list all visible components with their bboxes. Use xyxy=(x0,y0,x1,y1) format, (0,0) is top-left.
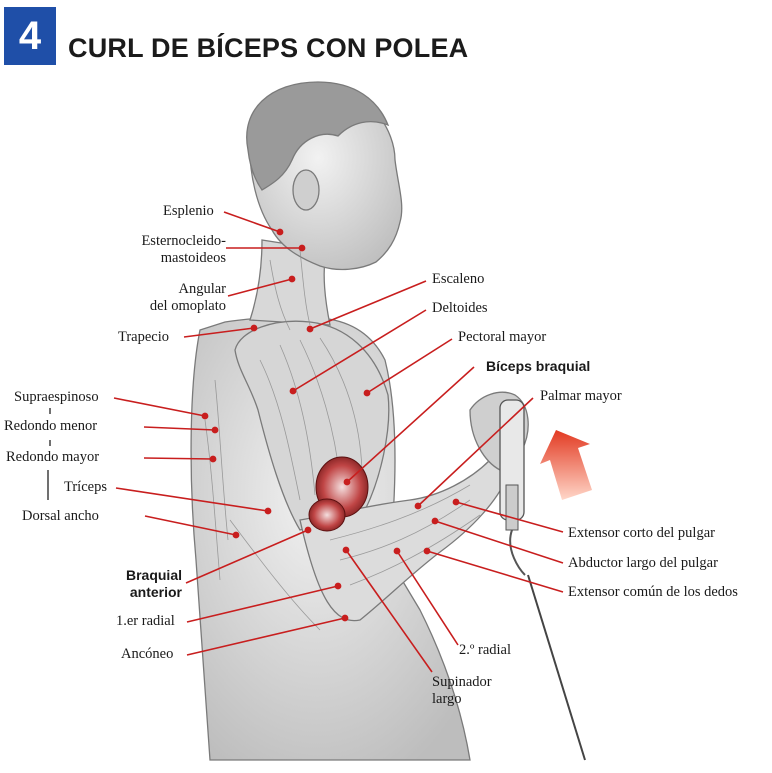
label-anconeo: Ancóneo xyxy=(121,646,174,662)
label-palmar-mayor: Palmar mayor xyxy=(540,388,622,404)
label-esplenio: Esplenio xyxy=(163,203,214,219)
label-line: Supinador xyxy=(432,674,492,690)
label-line: Angular xyxy=(178,281,226,297)
up-right-arrow-icon xyxy=(540,430,592,500)
label-biceps-braquial: Bíceps braquial xyxy=(486,358,591,374)
label-trapecio: Trapecio xyxy=(118,329,170,345)
label-angular-omoplato: Angular del omoplato xyxy=(105,281,226,315)
label-deltoides: Deltoides xyxy=(432,300,488,316)
label-extensor-comun-dedos: Extensor común de los dedos xyxy=(568,584,738,600)
page-title: CURL DE BÍCEPS CON POLEA xyxy=(68,33,469,63)
exercise-number-badge: 4 xyxy=(4,7,56,65)
label-line: Esternocleido- xyxy=(141,233,226,249)
label-line: Braquial xyxy=(125,567,182,583)
label-pectoral-mayor: Pectoral mayor xyxy=(458,329,547,345)
label-abductor-largo-pulgar: Abductor largo del pulgar xyxy=(568,555,718,571)
label-dorsal-ancho: Dorsal ancho xyxy=(22,508,99,524)
label-line: del omoplato xyxy=(149,298,226,314)
leader-lines xyxy=(113,211,564,673)
label-supinador-largo: Supinador largo xyxy=(432,674,492,708)
label-redondo-menor: Redondo menor xyxy=(4,418,98,434)
label-escaleno: Escaleno xyxy=(432,271,485,287)
label-redondo-mayor: Redondo mayor xyxy=(6,449,100,465)
label-line: largo xyxy=(432,691,462,707)
label-line: anterior xyxy=(129,584,182,600)
label-line: mastoideos xyxy=(160,250,226,266)
label-primer-radial: 1.er radial xyxy=(116,613,175,629)
biceps-muscle xyxy=(308,456,369,532)
label-supraespinoso: Supraespinoso xyxy=(14,389,99,405)
label-triceps: Tríceps xyxy=(64,479,107,495)
triceps-bracket xyxy=(47,408,51,500)
cable-pulley xyxy=(499,399,586,761)
label-esternocleidomastoideos: Esternocleido- mastoideos xyxy=(120,233,226,267)
label-extensor-corto-pulgar: Extensor corto del pulgar xyxy=(568,525,715,541)
label-segundo-radial: 2.º radial xyxy=(459,642,512,658)
label-braquial-anterior: Braquial anterior xyxy=(110,567,182,601)
